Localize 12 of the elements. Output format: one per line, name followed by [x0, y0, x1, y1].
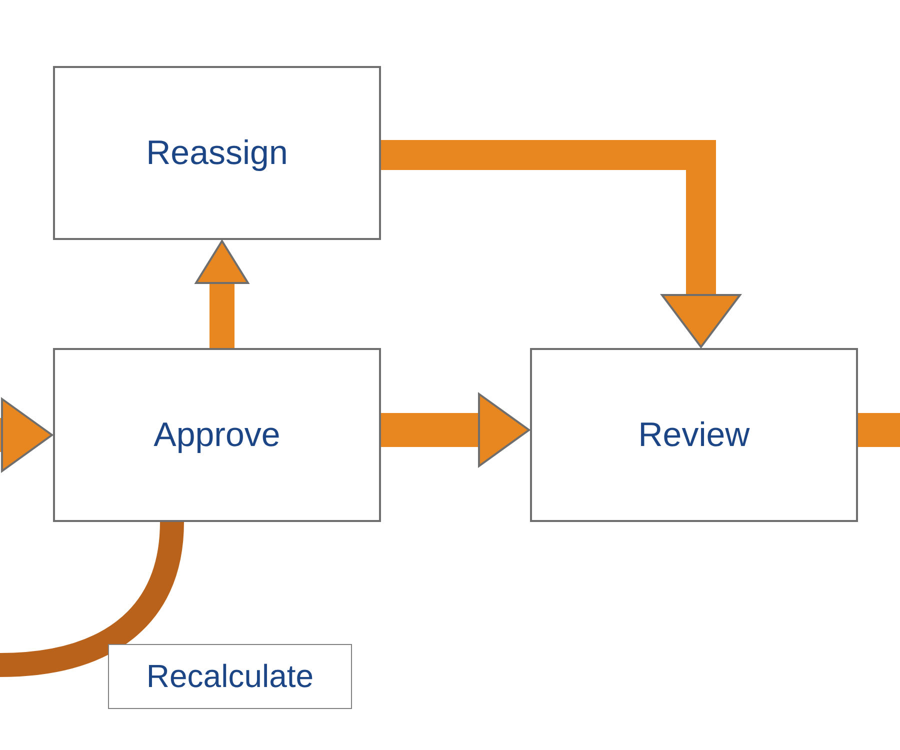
- block-arrow: [381, 393, 530, 467]
- process-box: [53, 348, 381, 522]
- block-arrow: [0, 398, 53, 472]
- process-box: [530, 348, 858, 522]
- box-label: Recalculate: [146, 658, 314, 695]
- label-box: [108, 644, 352, 709]
- box-label: Review: [638, 416, 750, 454]
- block-arrow: [381, 140, 741, 348]
- box-label: Reassign: [146, 134, 288, 172]
- block-arrow: [195, 240, 249, 348]
- box-label: Approve: [154, 416, 280, 454]
- process-box: [53, 66, 381, 240]
